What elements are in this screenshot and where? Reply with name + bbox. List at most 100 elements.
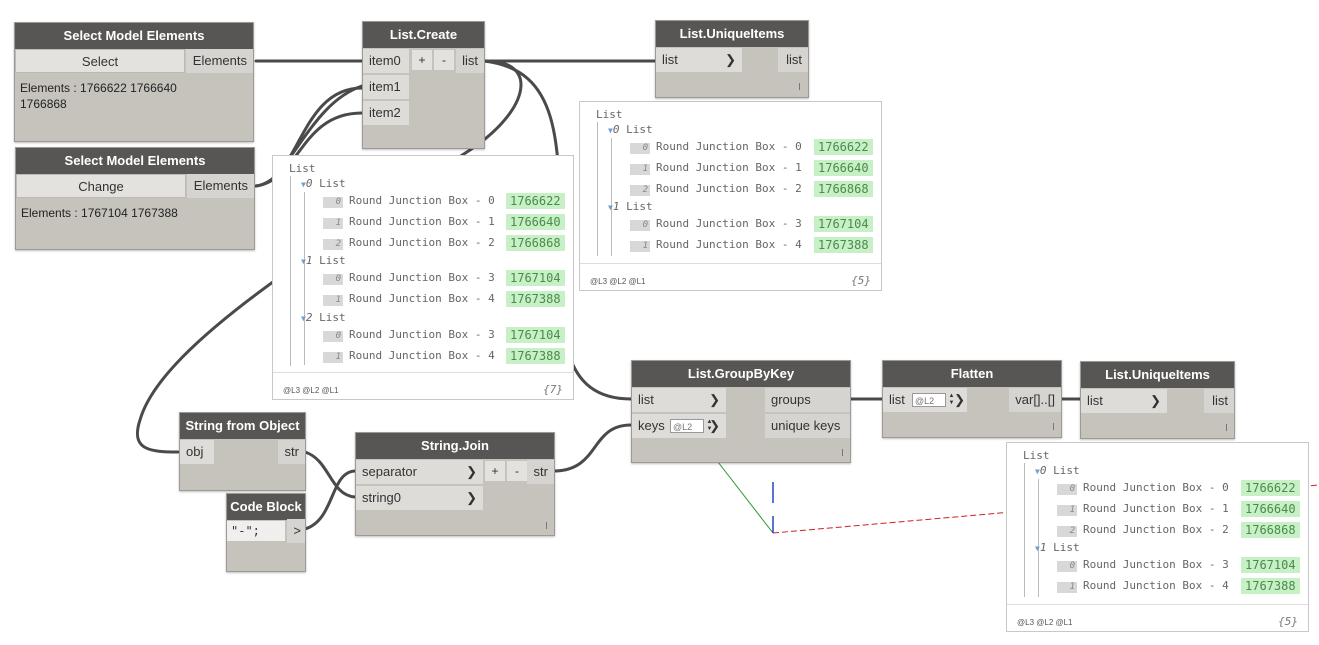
preview-root-label: List: [596, 108, 623, 121]
list-level-field[interactable]: @L2: [912, 393, 946, 407]
output-port-list[interactable]: list: [1204, 389, 1234, 413]
item-count: {5}: [851, 274, 871, 287]
output-port-var[interactable]: var[]..[]: [1009, 388, 1061, 412]
output-port-str[interactable]: str: [278, 440, 305, 464]
chevron-right-icon: ❯: [1150, 393, 1161, 408]
element-id: 1766640: [1241, 501, 1300, 517]
flatten-node[interactable]: Flatten list❯ @L2 ▲▼ var[]..[]: [882, 360, 1062, 438]
select-model-elements-node-2[interactable]: Select Model Elements Change Elements El…: [15, 147, 255, 250]
node-title[interactable]: List.GroupByKey: [632, 361, 850, 387]
output-port-groups[interactable]: groups: [765, 388, 850, 412]
node-title[interactable]: Select Model Elements: [16, 148, 254, 174]
node-title[interactable]: List.Create: [363, 22, 484, 48]
input-port-separator[interactable]: separator❯: [356, 460, 483, 484]
output-port-elements[interactable]: Elements: [186, 49, 253, 73]
input-port-list[interactable]: list❯: [632, 388, 726, 412]
keys-level-field[interactable]: @L2: [670, 419, 704, 433]
input-port-obj[interactable]: obj: [180, 440, 214, 464]
group-index: 0: [305, 177, 313, 190]
input-port-list[interactable]: list❯: [1081, 389, 1167, 413]
group-index: 2: [305, 311, 313, 324]
unique-items-node-2[interactable]: List.UniqueItems list❯ list: [1080, 361, 1235, 439]
input-port-list[interactable]: list❯: [883, 388, 967, 412]
select-button[interactable]: Select: [15, 49, 185, 73]
element-id: 1767104: [506, 327, 565, 343]
node-title[interactable]: String.Join: [356, 433, 554, 459]
group-label: List: [319, 311, 346, 324]
selection-result: Elements : 1766622 1766640 1766868: [20, 81, 177, 111]
remove-input-button[interactable]: -: [434, 50, 454, 70]
chevron-right-icon: ❯: [725, 52, 736, 67]
element-id: 1767104: [1241, 557, 1300, 573]
input-port-item0[interactable]: item0: [363, 49, 409, 73]
output-port-list[interactable]: list: [456, 49, 484, 73]
output-port-elements[interactable]: Elements: [187, 174, 254, 198]
node-title[interactable]: Flatten: [883, 361, 1061, 387]
level-spinner-icon[interactable]: ▲▼: [948, 393, 955, 406]
input-port-item1[interactable]: item1: [363, 75, 409, 99]
node-title[interactable]: String from Object: [180, 413, 305, 439]
element-id: 1767388: [506, 291, 565, 307]
code-block-node[interactable]: Code Block "-"; >: [226, 493, 306, 572]
preview-root-label: List: [289, 162, 316, 175]
element-id: 1766622: [814, 139, 873, 155]
group-label: List: [1053, 541, 1080, 554]
output-port-unique-keys[interactable]: unique keys: [765, 414, 850, 438]
output-port[interactable]: >: [287, 519, 305, 543]
chevron-right-icon: ❯: [709, 418, 720, 433]
add-input-button[interactable]: +: [485, 461, 505, 481]
wire-sfo-to-join: [303, 450, 357, 499]
item-count: {7}: [543, 383, 563, 396]
element-id: 1767388: [814, 237, 873, 253]
add-input-button[interactable]: +: [412, 50, 432, 70]
input-port-list[interactable]: list❯: [656, 48, 742, 72]
group-label: List: [1053, 464, 1080, 477]
chevron-right-icon: ❯: [709, 392, 720, 407]
group-label: List: [319, 177, 346, 190]
input-port-item2[interactable]: item2: [363, 101, 409, 125]
element-id: 1766622: [1241, 480, 1300, 496]
group-index: 1: [612, 200, 620, 213]
element-id: 1766640: [506, 214, 565, 230]
element-id: 1766640: [814, 160, 873, 176]
group-index: 1: [305, 254, 313, 267]
input-port-keys[interactable]: keys❯: [632, 414, 726, 438]
output-port-list[interactable]: list: [778, 48, 808, 72]
group-by-key-node[interactable]: List.GroupByKey list❯ keys❯ @L2 ▲▼ group…: [631, 360, 851, 463]
input-port-string0[interactable]: string0❯: [356, 486, 483, 510]
change-button[interactable]: Change: [16, 174, 186, 198]
list-create-node[interactable]: List.Create item0 item1 item2 + - list: [362, 21, 485, 149]
string-join-node[interactable]: String.Join separator❯ string0❯ + - str: [355, 432, 555, 536]
node-title[interactable]: Code Block: [227, 494, 305, 520]
level-spinner-icon[interactable]: ▲▼: [706, 419, 713, 432]
group-index: 0: [1039, 464, 1047, 477]
node-title[interactable]: List.UniqueItems: [1081, 362, 1234, 388]
group-index: 0: [612, 123, 620, 136]
remove-input-button[interactable]: -: [507, 461, 527, 481]
selection-result: Elements : 1767104 1767388: [21, 206, 178, 220]
select-model-elements-node-1[interactable]: Select Model Elements Select Elements El…: [14, 22, 254, 142]
element-id: 1766868: [814, 181, 873, 197]
code-editor[interactable]: "-";: [227, 521, 285, 541]
chevron-right-icon: ❯: [466, 464, 477, 479]
output-port-str[interactable]: str: [527, 460, 554, 484]
element-id: 1766622: [506, 193, 565, 209]
string-from-object-node[interactable]: String from Object obj str: [179, 412, 306, 491]
node-title[interactable]: Select Model Elements: [15, 23, 253, 49]
node-title[interactable]: List.UniqueItems: [656, 21, 808, 47]
unique-items-node-1[interactable]: List.UniqueItems list❯ list: [655, 20, 809, 98]
